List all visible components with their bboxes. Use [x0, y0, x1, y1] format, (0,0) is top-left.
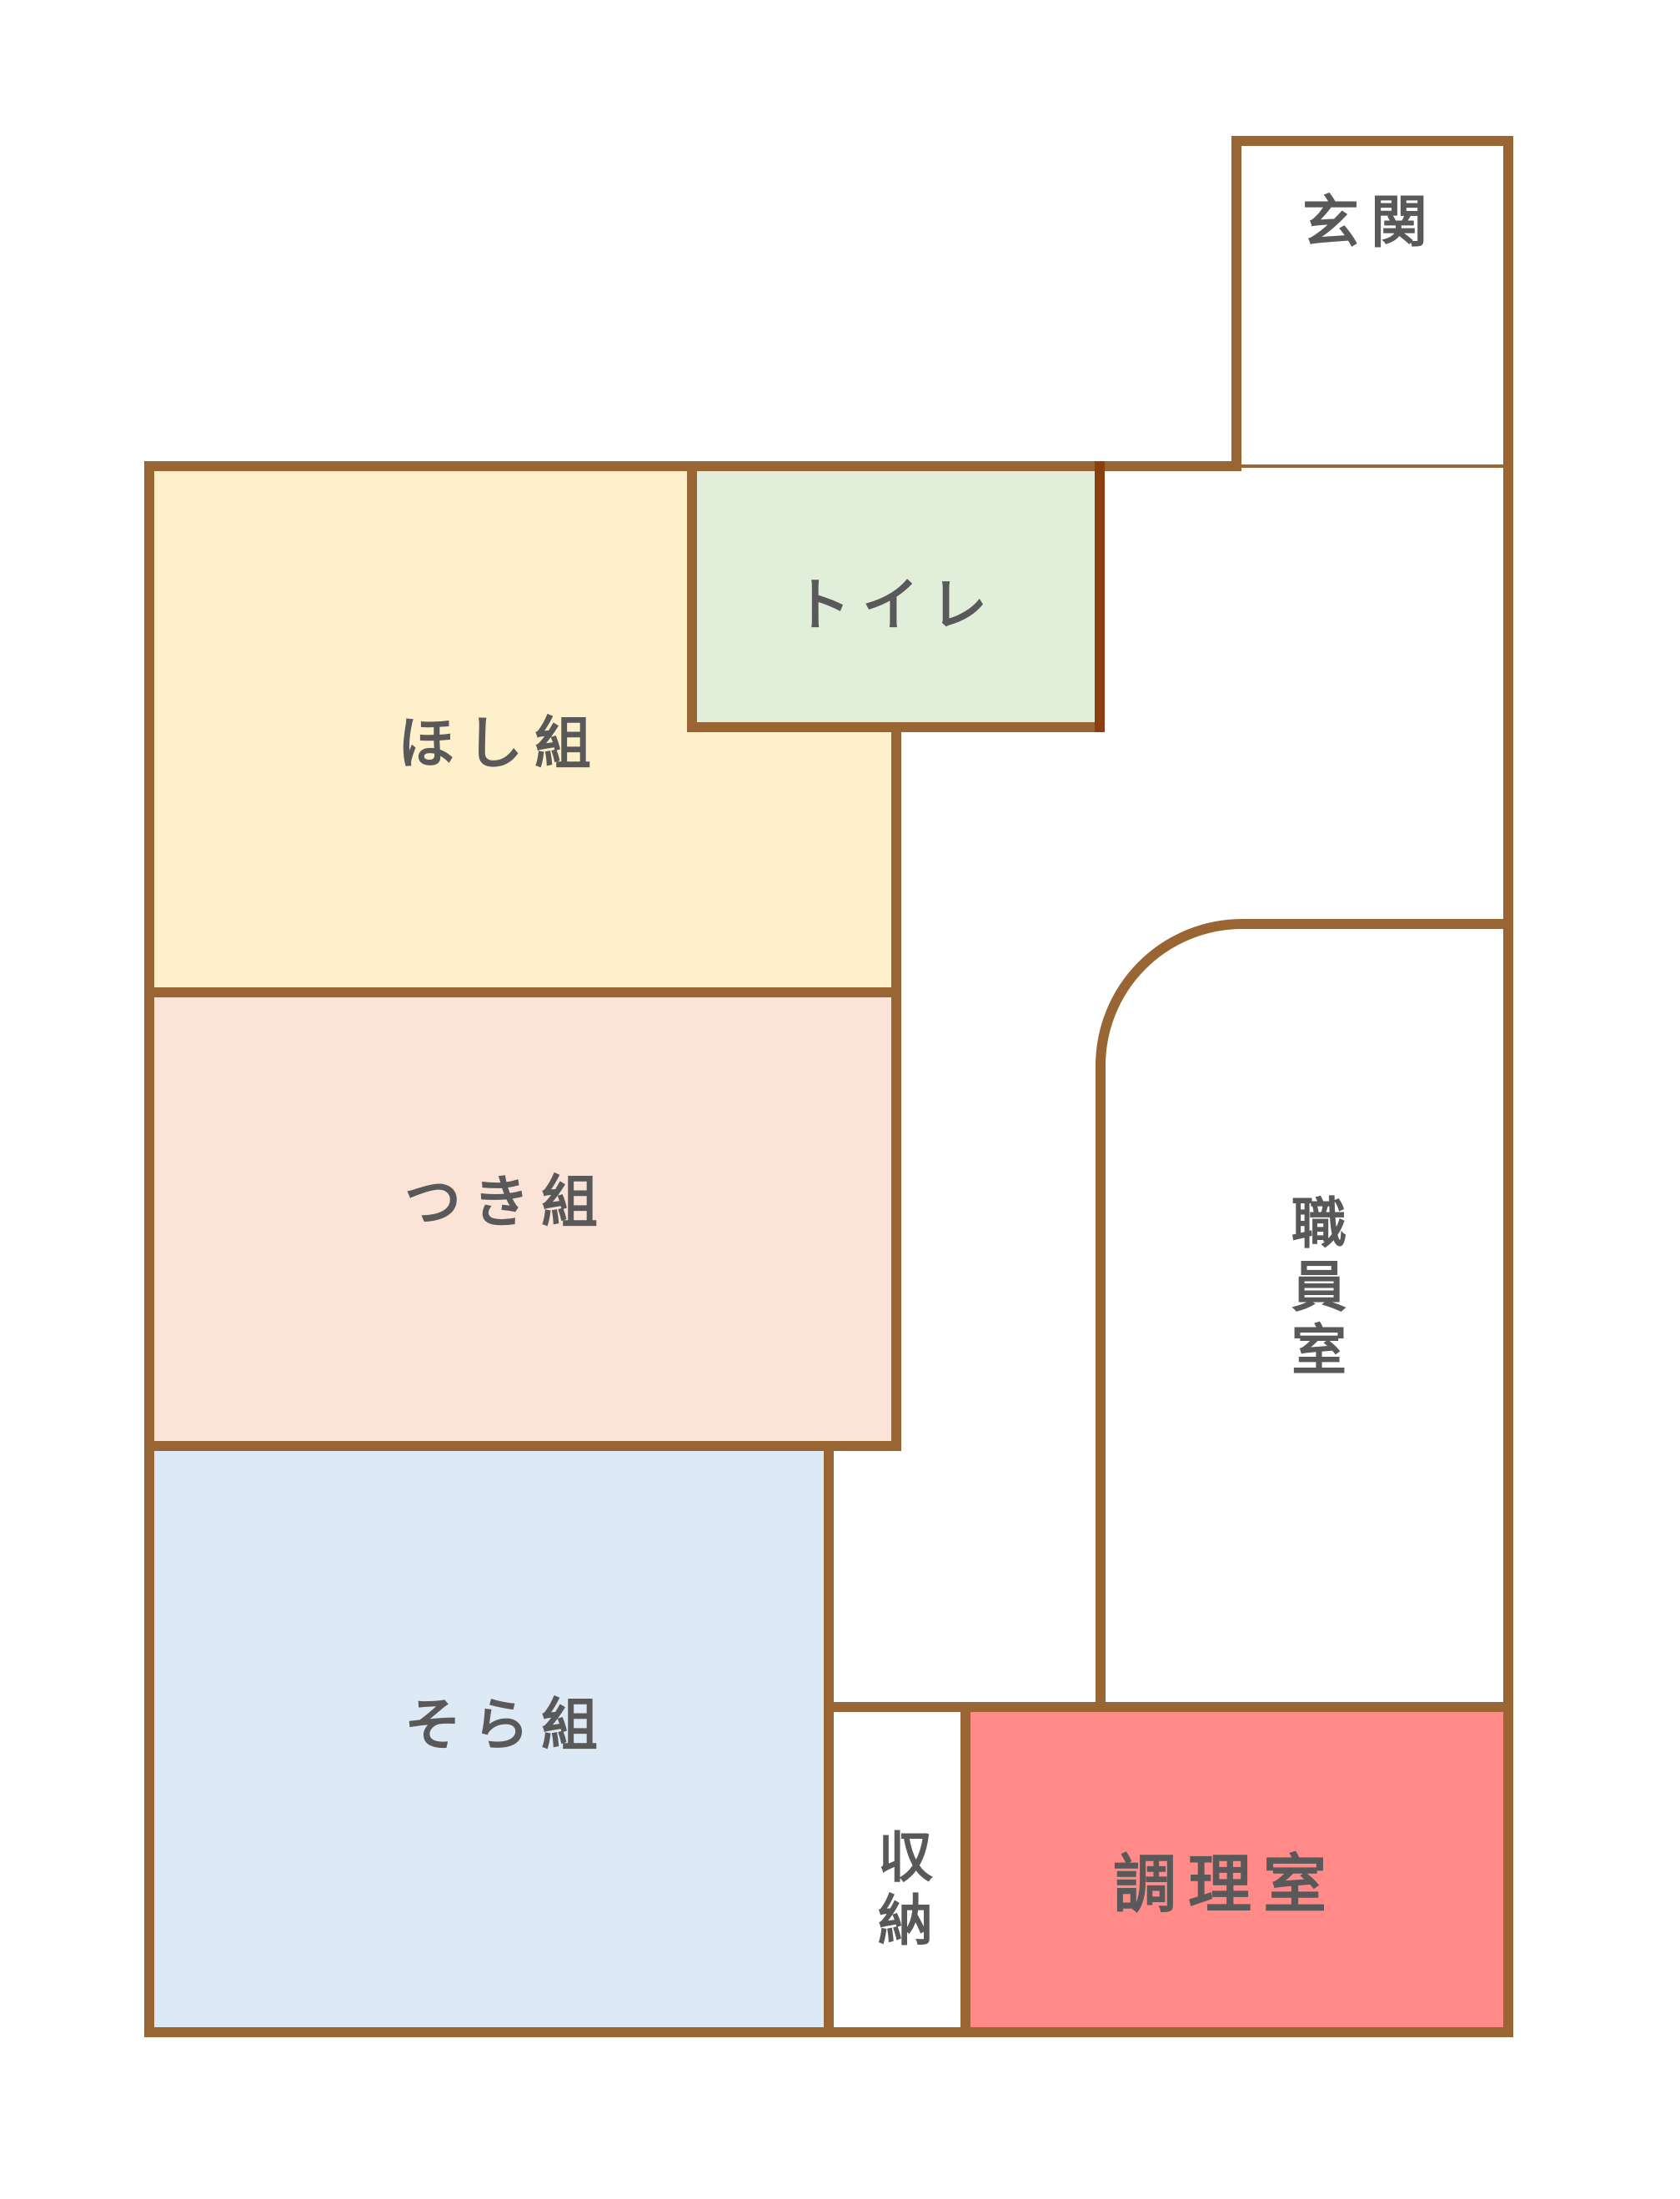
label-sora: そら組 [404, 1693, 610, 1759]
label-staff: 職員室 [1282, 1194, 1347, 1384]
room-toilet-fill [692, 466, 1100, 727]
label-tsuki: つき組 [404, 1170, 610, 1236]
label-kitchen: 調理室 [1113, 1847, 1338, 1921]
label-toilet: トイレ [793, 573, 1000, 639]
label-genkan: 玄関 [1301, 190, 1440, 256]
label-storage: 収納 [869, 1828, 933, 1955]
room-kitchen-fill [965, 1707, 1508, 2032]
room-tsuki-fill [149, 992, 896, 1446]
label-hoshi: ほし組 [397, 711, 604, 777]
walls [144, 136, 1513, 2037]
room-sora-fill [149, 1446, 829, 2032]
